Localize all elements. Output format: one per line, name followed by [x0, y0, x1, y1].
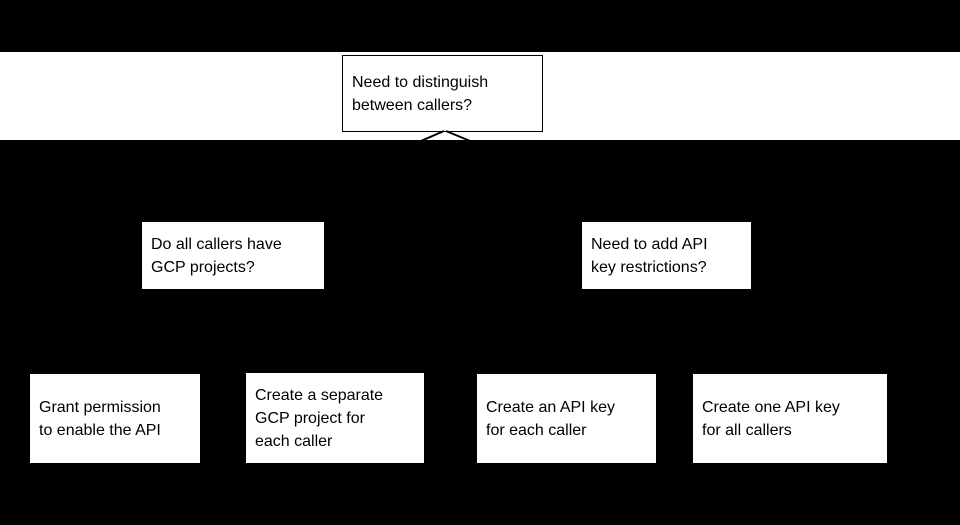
outcome-box-separate-gcp-project: Create a separate GCP project for each c… — [246, 373, 424, 463]
decision-box-line: Need to distinguish — [352, 73, 489, 91]
outcome-box-line: Create one API key — [702, 398, 840, 416]
outcome-box-line: for all callers — [702, 421, 792, 439]
outcome-box-one-api-key-all-callers: Create one API key for all callers — [693, 374, 887, 463]
decision-box-gcp-projects: Do all callers have GCP projects? — [142, 222, 324, 289]
decision-box-distinguish-callers: Need to distinguish between callers? — [342, 55, 543, 132]
decision-box-line: Do all callers have — [151, 235, 282, 253]
decision-box-line: key restrictions? — [591, 258, 707, 276]
decision-box-line: Need to add API — [591, 235, 708, 253]
outcome-box-grant-permission: Grant permission to enable the API — [30, 374, 200, 463]
branch-line-right — [445, 130, 667, 223]
outcome-box-line: Grant permission — [39, 398, 161, 416]
outcome-box-line: Create an API key — [486, 398, 615, 416]
decision-box-line: GCP projects? — [151, 258, 255, 276]
outcome-box-line: for each caller — [486, 421, 587, 439]
outcome-box-line: Create a separate — [255, 386, 384, 404]
outcome-box-line: to enable the API — [39, 421, 161, 439]
outcome-box-line: GCP project for — [255, 409, 365, 427]
decision-box-line: between callers? — [352, 96, 473, 114]
outcome-box-api-key-each-caller: Create an API key for each caller — [477, 374, 656, 463]
branch-line-left — [232, 130, 445, 223]
outcome-box-line: each caller — [255, 432, 333, 450]
decision-box-api-key-restrictions: Need to add API key restrictions? — [582, 222, 751, 289]
